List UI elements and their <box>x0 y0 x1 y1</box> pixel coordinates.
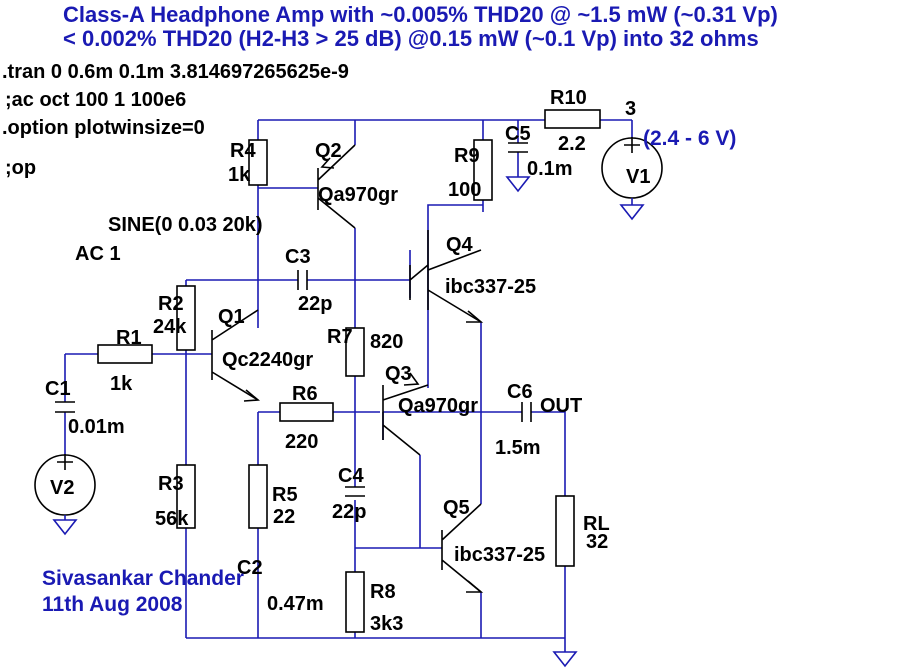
transistor-q2 <box>317 144 356 229</box>
r2-name: R2 <box>158 293 184 315</box>
resistor-r7 <box>345 327 365 377</box>
resistor-r6 <box>279 402 334 422</box>
title-line2: < 0.002% THD20 (H2-H3 > 25 dB) @0.15 mW … <box>63 26 759 51</box>
r4-name: R4 <box>230 140 256 162</box>
capacitor-c1 <box>55 401 75 413</box>
q2-value: Qa970gr <box>318 184 398 206</box>
r3-value: 56k <box>155 508 189 530</box>
q4-name: Q4 <box>446 234 474 256</box>
out-label: OUT <box>540 395 582 417</box>
r10-value: 2.2 <box>558 133 586 155</box>
r2-value: 24k <box>153 316 187 338</box>
q1-value: Qc2240gr <box>222 349 313 371</box>
r9-name: R9 <box>454 145 480 167</box>
c1-name: C1 <box>45 378 71 400</box>
r4-value: 1k <box>228 164 251 186</box>
q3-value: Qa970gr <box>398 395 478 417</box>
r7-value: 820 <box>370 331 403 353</box>
transistor-q3 <box>382 372 429 456</box>
resistor-r4 <box>248 139 268 186</box>
c6-name: C6 <box>507 381 533 403</box>
title-line1: Class-A Headphone Amp with ~0.005% THD20… <box>63 2 778 27</box>
r9-value: 100 <box>448 179 481 201</box>
transistor-q1 <box>211 309 261 402</box>
transistor-q4 <box>409 230 484 323</box>
v1-value: 3 <box>625 98 636 120</box>
r1-name: R1 <box>116 327 142 349</box>
c5-value: 0.1m <box>527 158 573 180</box>
r1-value: 1k <box>110 373 133 395</box>
r8-name: R8 <box>370 581 396 603</box>
r5-value: 22 <box>273 506 295 528</box>
c2-value: 0.47m <box>267 593 324 615</box>
r3-name: R3 <box>158 473 184 495</box>
transistor-q5 <box>441 503 484 593</box>
capacitor-c5 <box>508 142 528 153</box>
option-directive: .option plotwinsize=0 <box>2 117 205 139</box>
q2-name: Q2 <box>315 140 342 162</box>
tran-directive: .tran 0 0.6m 0.1m 3.814697265625e-9 <box>2 61 349 83</box>
r6-value: 220 <box>285 431 318 453</box>
r7-name: R7 <box>327 326 353 348</box>
c3-value: 22p <box>298 293 332 315</box>
op-directive: ;op <box>5 157 36 179</box>
q5-name: Q5 <box>443 497 470 519</box>
resistor-r9 <box>473 139 493 201</box>
resistor-r5 <box>248 464 268 529</box>
capacitor-c6 <box>521 402 532 422</box>
r8-value: 3k3 <box>370 613 403 635</box>
c3-name: C3 <box>285 246 311 268</box>
resistor-r1 <box>97 344 153 364</box>
q5-value: ibc337-25 <box>454 544 545 566</box>
capacitor-c3 <box>297 270 308 290</box>
c4-value: 22p <box>332 501 366 523</box>
q3-name: Q3 <box>385 363 412 385</box>
v1-note: (2.4 - 6 V) <box>643 127 736 150</box>
resistor-rl <box>555 495 575 567</box>
rl-name: RL <box>583 513 610 535</box>
voltage-source-v1 <box>601 137 663 205</box>
rl-value: 32 <box>586 531 608 553</box>
r5-name: R5 <box>272 484 298 506</box>
q4-value: ibc337-25 <box>445 276 536 298</box>
ground-symbols <box>52 176 645 668</box>
c2-name: C2 <box>237 557 263 579</box>
resistor-r3 <box>176 464 196 529</box>
v2-ac: AC 1 <box>75 243 121 265</box>
author-date: 11th Aug 2008 <box>42 593 183 616</box>
resistor-r8 <box>345 571 365 633</box>
v2-sine: SINE(0 0.03 20k) <box>108 214 263 236</box>
c6-value: 1.5m <box>495 437 541 459</box>
ac-directive: ;ac oct 100 1 100e6 <box>5 89 186 111</box>
q1-name: Q1 <box>218 306 245 328</box>
r6-name: R6 <box>292 383 318 405</box>
voltage-source-v2 <box>34 454 96 520</box>
r10-name: R10 <box>550 87 587 109</box>
author-name: Sivasankar Chander <box>42 567 244 590</box>
v1-name: V1 <box>626 166 650 188</box>
resistor-r10 <box>544 109 601 129</box>
c5-name: C5 <box>505 123 531 145</box>
resistor-r2 <box>176 285 196 351</box>
c1-value: 0.01m <box>68 416 125 438</box>
capacitor-c4 <box>345 486 365 497</box>
v2-name: V2 <box>50 477 74 499</box>
c4-name: C4 <box>338 465 364 487</box>
